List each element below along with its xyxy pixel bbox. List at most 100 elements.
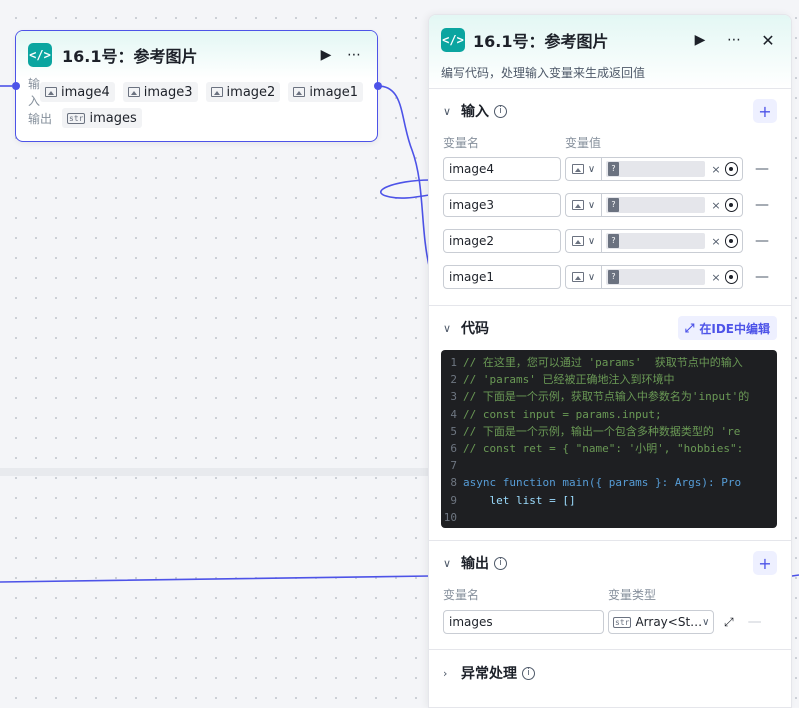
type-select[interactable]: ∨	[565, 193, 601, 217]
input-col-value: 变量值	[565, 135, 602, 150]
canvas-divider	[0, 468, 430, 476]
more-icon[interactable]: ⋯	[727, 32, 741, 48]
node-input-tag: image1	[288, 82, 364, 102]
node-input-name: image2	[226, 84, 276, 100]
line-number: 10	[443, 510, 457, 524]
code-text: list.push(params.image1,params.image2	[463, 526, 735, 528]
code-text: // const ret = { "name": '小明', "hobbies"…	[463, 442, 744, 456]
chevron-down-icon[interactable]: ∨	[443, 321, 452, 335]
input-col-name: 变量名	[443, 135, 480, 150]
node-title: 16.1号：参考图片	[62, 47, 198, 66]
target-icon[interactable]	[724, 198, 738, 212]
variable-name-input[interactable]: image4	[443, 157, 561, 181]
code-section: ∨ 代码 ⤢在IDE中编辑 1// 在这里，您可以通过 'params' 获取节…	[429, 306, 791, 541]
variable-reference-field[interactable]: ? ×	[601, 157, 743, 181]
edit-in-ide-button[interactable]: ⤢在IDE中编辑	[677, 316, 777, 340]
input-section: ∨ 输入 i + 变量名 变量值 image4 ∨ ? × — image3 ∨…	[429, 89, 791, 306]
code-text: // 在这里，您可以通过 'params' 获取节点中的输入	[463, 356, 743, 369]
code-line: 10	[441, 509, 777, 526]
line-number: 3	[450, 390, 457, 404]
string-array-icon: str	[613, 616, 632, 628]
document-icon: ?	[608, 234, 619, 248]
code-text: // 下面是一个示例，获取节点输入中参数名为'input'的	[463, 390, 750, 404]
expand-icon[interactable]: ⤢	[724, 614, 734, 629]
info-icon[interactable]: i	[494, 104, 507, 118]
code-node-card[interactable]: </> 16.1号：参考图片 ▶ ⋯ 输入 image4 image3 imag…	[15, 30, 378, 142]
line-number: 4	[450, 407, 457, 421]
node-input-label: 输入	[28, 77, 41, 108]
output-name-input[interactable]: images	[443, 610, 604, 634]
clear-icon[interactable]: ×	[711, 162, 721, 176]
panel-description: 编写代码，处理输入变量来生成返回值	[441, 66, 646, 80]
line-number: 7	[450, 459, 457, 473]
target-icon[interactable]	[724, 162, 738, 176]
play-icon[interactable]: ▶	[320, 47, 332, 63]
node-config-panel: </> 16.1号：参考图片 ▶ ⋯ ✕ 编写代码，处理输入变量来生成返回值 ∨…	[428, 14, 792, 708]
add-output-button[interactable]: +	[753, 551, 777, 575]
code-text: // 下面是一个示例，输出一个包含多种数据类型的 're	[463, 424, 741, 438]
output-type-select[interactable]: str Array<St… ∨	[608, 610, 714, 634]
chevron-down-icon[interactable]: ∨	[443, 104, 452, 118]
remove-input-button[interactable]: —	[755, 233, 769, 249]
node-input-row: 输入 image4 image3 image2 image1	[16, 77, 377, 108]
node-input-tag: image4	[40, 82, 115, 102]
document-icon: ?	[608, 270, 619, 284]
code-icon: </>	[28, 43, 52, 67]
variable-name-input[interactable]: image2	[443, 229, 561, 253]
remove-input-button[interactable]: —	[755, 269, 769, 285]
clear-icon[interactable]: ×	[711, 270, 721, 284]
code-text: // 'params' 已经被正确地注入到环境中	[463, 373, 675, 387]
clear-icon[interactable]: ×	[711, 234, 721, 248]
image-icon	[571, 164, 584, 174]
line-number: 8	[450, 476, 457, 490]
output-variable-row: images str Array<St… ∨ ⤢ —	[443, 603, 777, 641]
info-icon[interactable]: i	[494, 556, 507, 570]
input-column-headers: 变量名 变量值	[443, 133, 777, 151]
clear-icon[interactable]: ×	[711, 198, 721, 212]
more-icon[interactable]: ⋯	[347, 47, 361, 63]
error-section-title: 异常处理	[461, 666, 517, 682]
string-array-icon: str	[67, 112, 86, 124]
remove-output-button[interactable]: —	[747, 614, 762, 630]
chevron-down-icon: ∨	[702, 616, 710, 628]
variable-reference-field[interactable]: ? ×	[601, 229, 743, 253]
type-select[interactable]: ∨	[565, 265, 601, 289]
variable-name-input[interactable]: image3	[443, 193, 561, 217]
add-input-button[interactable]: +	[753, 99, 777, 123]
close-icon[interactable]: ✕	[761, 30, 775, 50]
code-line: 2 // 'params' 已经被正确地注入到环境中	[441, 371, 777, 388]
output-col-type: 变量类型	[608, 587, 657, 602]
image-icon	[127, 87, 140, 97]
line-number: 5	[450, 424, 457, 438]
node-output-name: images	[89, 110, 137, 126]
remove-input-button[interactable]: —	[755, 161, 769, 177]
variable-reference-field[interactable]: ? ×	[601, 265, 743, 289]
target-icon[interactable]	[724, 270, 738, 284]
node-input-port[interactable]	[12, 82, 20, 90]
line-number: 11	[441, 526, 463, 528]
chevron-down-icon[interactable]: ∨	[443, 556, 452, 570]
line-number: 2	[450, 373, 457, 387]
document-icon: ?	[608, 198, 619, 212]
info-icon[interactable]: i	[522, 666, 535, 680]
play-icon[interactable]: ▶	[694, 32, 706, 48]
node-input-name: image4	[61, 84, 110, 100]
expand-icon: ⤢	[684, 320, 695, 335]
type-select[interactable]: ∨	[565, 229, 601, 253]
code-line: 3 // 下面是一个示例，获取节点输入中参数名为'input'的	[441, 388, 777, 405]
chevron-right-icon[interactable]: ›	[443, 666, 448, 680]
node-header: </> 16.1号：参考图片 ▶ ⋯	[16, 31, 377, 79]
code-line: 5 // 下面是一个示例，输出一个包含多种数据类型的 're	[441, 423, 777, 440]
target-icon[interactable]	[724, 234, 738, 248]
node-input-name: image3	[143, 84, 193, 100]
type-select[interactable]: ∨	[565, 157, 601, 181]
image-icon	[210, 87, 223, 97]
variable-reference-field[interactable]: ? ×	[601, 193, 743, 217]
variable-name-input[interactable]: image1	[443, 265, 561, 289]
remove-input-button[interactable]: —	[755, 197, 769, 213]
node-output-port[interactable]	[374, 82, 382, 90]
